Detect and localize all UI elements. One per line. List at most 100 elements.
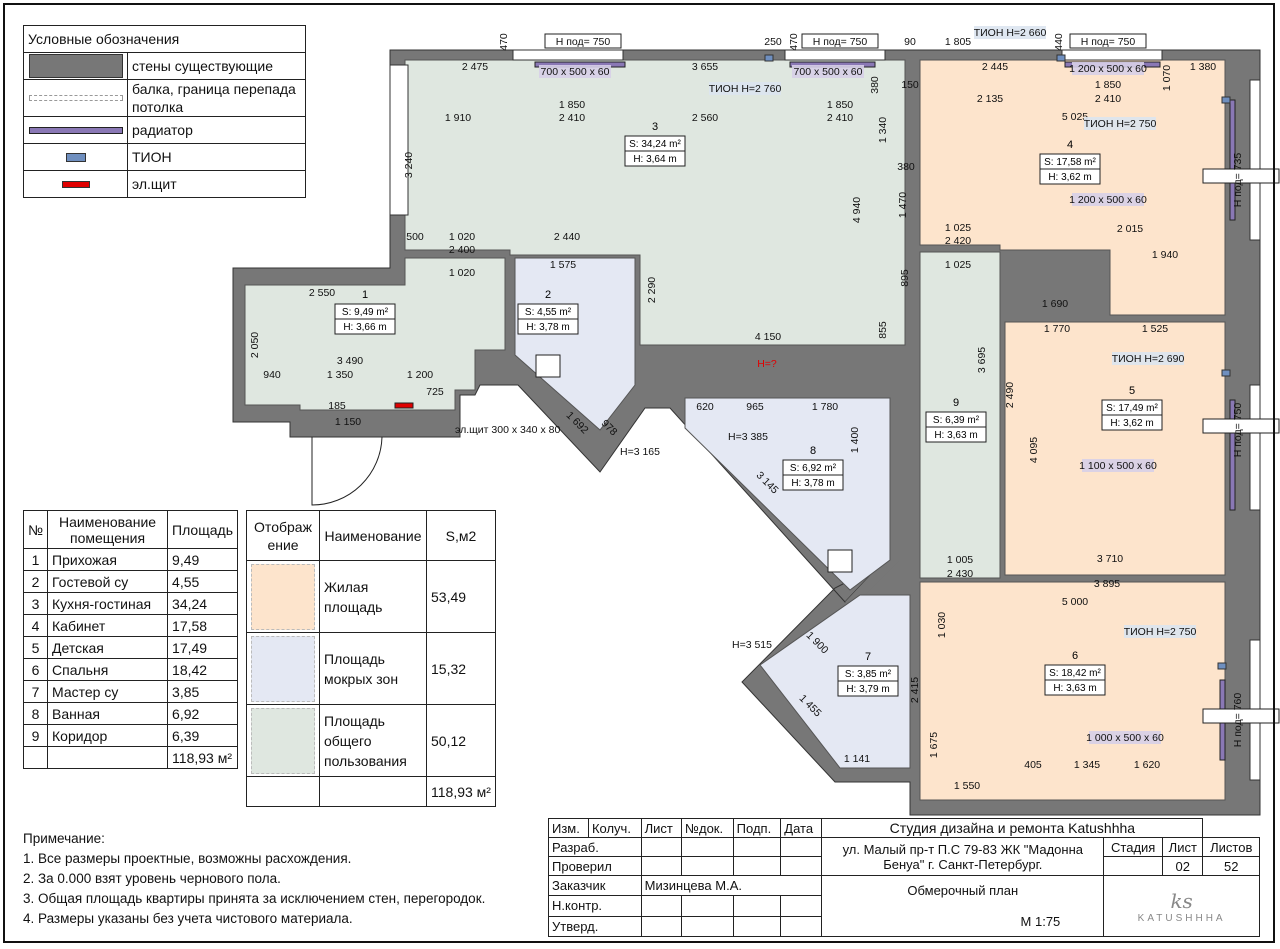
room-5-tag: 5S: 17,49 m²H: 3,62 m bbox=[1101, 385, 1163, 431]
sill-height: H под= 735 bbox=[1232, 153, 1244, 208]
room-7-floor bbox=[759, 594, 911, 769]
dimension-label: 2 290 bbox=[646, 277, 658, 303]
room-area: S: 17,58 m² bbox=[1044, 157, 1096, 168]
room-height: H: 3,64 m bbox=[633, 154, 676, 165]
dimension-label: 1 380 bbox=[1190, 61, 1216, 73]
legend-label: эл.щит bbox=[127, 170, 306, 198]
radiator-size: 1 200 x 500 x 60 bbox=[1069, 63, 1147, 75]
tion-label: ТИОН H=2 750 bbox=[1084, 118, 1157, 130]
role-label: Н.контр. bbox=[548, 895, 642, 917]
dimension-label: 2 445 bbox=[982, 61, 1008, 73]
col-izm: Изм. bbox=[548, 818, 589, 838]
room-number: 9 bbox=[953, 397, 959, 409]
dimension-label: 5 025 bbox=[1062, 111, 1088, 123]
room-area: 17,58 bbox=[167, 614, 238, 637]
annotation: H=3 165 bbox=[620, 446, 660, 458]
col-kol: Колуч. bbox=[587, 818, 642, 838]
room-2-tag: 2S: 4,55 m²H: 3,78 m bbox=[517, 289, 579, 335]
dimension-label: 500 bbox=[406, 231, 424, 243]
entrance-door[interactable] bbox=[311, 436, 383, 506]
annotation: эл.щит 300 x 340 x 80 bbox=[455, 424, 560, 436]
col-date: Дата bbox=[780, 818, 823, 838]
dimension-label: 4 150 bbox=[755, 331, 781, 343]
zone-swatch bbox=[251, 707, 315, 774]
dimension-label: 1 150 bbox=[335, 416, 361, 428]
room-7-tag: 7S: 3,85 m²H: 3,79 m bbox=[837, 651, 899, 697]
dimension-label: 1 770 bbox=[1044, 323, 1070, 335]
room-8-tag: 8S: 6,92 m²H: 3,78 m bbox=[782, 445, 844, 491]
dimension-label: 2 475 bbox=[462, 61, 488, 73]
room-number: 2 bbox=[545, 289, 551, 301]
room-1-tag: 1S: 9,49 m²H: 3,66 m bbox=[334, 289, 396, 335]
drawing-name: Обмерочный план bbox=[907, 883, 1019, 898]
stage-value bbox=[1103, 856, 1164, 876]
dimension-label: 1 340 bbox=[877, 117, 889, 143]
annotation: H=3 515 bbox=[732, 639, 772, 651]
room-number: 1 bbox=[22, 548, 49, 571]
room-area: S: 17,49 m² bbox=[1106, 403, 1158, 414]
room-area: 6,92 bbox=[167, 702, 238, 725]
room-area: S: 3,85 m² bbox=[845, 669, 892, 680]
dimension-label: 1 620 bbox=[1134, 759, 1160, 771]
dimension-label: 470 bbox=[498, 33, 510, 51]
dimension-label: 3 710 bbox=[1097, 553, 1123, 565]
radiator-size: 700 x 500 x 60 bbox=[794, 66, 863, 78]
room-name: Коридор bbox=[47, 724, 169, 747]
dimension-label: 1 020 bbox=[449, 231, 475, 243]
dimension-label: 855 bbox=[877, 321, 889, 339]
zone-area: 15,32 bbox=[426, 632, 496, 705]
legend-table: Условные обозначения стены существующие … bbox=[23, 25, 306, 198]
dimension-label: 4 095 bbox=[1028, 437, 1040, 463]
room-number: 2 bbox=[22, 570, 49, 593]
dimension-label: 1 690 bbox=[1042, 298, 1068, 310]
wall-segment bbox=[845, 560, 900, 602]
dimension-label: 2 410 bbox=[559, 112, 585, 124]
sheets-count: 52 bbox=[1202, 856, 1260, 876]
col-doc: №док. bbox=[681, 818, 734, 838]
tion-icon bbox=[1056, 54, 1066, 62]
sill-height: H под= 750 bbox=[1232, 403, 1244, 458]
radiator-size: 700 x 500 x 60 bbox=[541, 66, 610, 78]
room-area: 34,24 bbox=[167, 592, 238, 615]
room-number: 9 bbox=[22, 724, 49, 747]
room-8-floor bbox=[684, 397, 891, 591]
role-label: Разраб. bbox=[548, 837, 642, 857]
dimension-label: 3 895 bbox=[1094, 578, 1120, 590]
room-name: Прихожая bbox=[47, 548, 169, 571]
dimension-label: 1 940 bbox=[1152, 249, 1178, 261]
dimension-label: 2 490 bbox=[1004, 382, 1016, 408]
tion-label: ТИОН H=2 760 bbox=[709, 83, 782, 95]
electric-panel-icon bbox=[394, 402, 414, 409]
tion-icon bbox=[65, 152, 86, 162]
total-area: 118,93 м² bbox=[167, 746, 238, 769]
dimension-label: 725 bbox=[426, 386, 444, 398]
shaft bbox=[827, 549, 853, 573]
annotation: H=? bbox=[757, 358, 777, 370]
col-header: Отображение bbox=[246, 510, 320, 561]
dimension-label: 2 135 bbox=[977, 93, 1003, 105]
zone-swatch bbox=[251, 635, 315, 702]
room-height: H: 3,62 m bbox=[1110, 418, 1153, 429]
window bbox=[784, 49, 886, 61]
room-name: Кухня-гостиная bbox=[47, 592, 169, 615]
room-area: S: 9,49 m² bbox=[342, 307, 389, 318]
zone-area: 53,49 bbox=[426, 560, 496, 633]
dimension-label: 2 420 bbox=[945, 235, 971, 247]
room-number: 7 bbox=[22, 680, 49, 703]
room-number: 3 bbox=[22, 592, 49, 615]
beam-dashed-line-icon bbox=[28, 95, 123, 101]
role-label: Проверил bbox=[548, 856, 642, 876]
room-9-tag: 9S: 6,39 m²H: 3,63 m bbox=[925, 397, 987, 443]
dimension-label: 2 440 bbox=[554, 231, 580, 243]
dimension-label: 940 bbox=[263, 369, 281, 381]
dimension-label: 1 345 bbox=[1074, 759, 1100, 771]
sheet-number: 02 bbox=[1162, 856, 1204, 876]
legend-label: балка, граница перепада потолка bbox=[127, 79, 306, 117]
tion-label: ТИОН H=2 750 bbox=[1124, 626, 1197, 638]
room-height: H: 3,78 m bbox=[791, 478, 834, 489]
zone-name: Площадь общего пользования bbox=[319, 704, 427, 777]
dimension-label: 895 bbox=[899, 269, 911, 287]
